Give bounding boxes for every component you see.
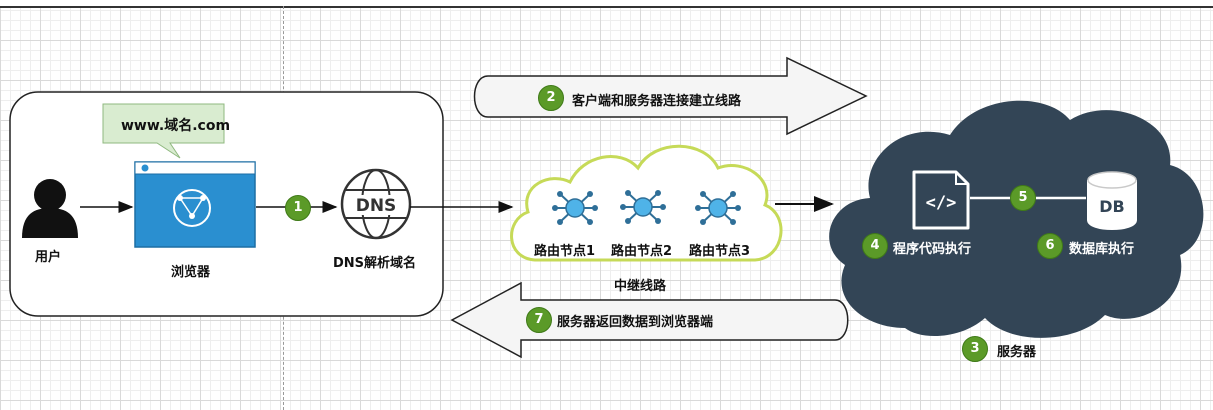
top-border — [0, 0, 1213, 8]
router-node-2-icon — [620, 190, 666, 224]
router-node-2-label: 路由节点2 — [611, 244, 673, 259]
router-node-3-icon — [695, 191, 741, 225]
server-cloud — [829, 100, 1204, 338]
url-callout-text: www.域名.com — [121, 118, 231, 134]
router-node-1-label: 路由节点1 — [534, 244, 596, 259]
code-file-icon: </> — [912, 170, 970, 230]
relay-label: 中继线路 — [614, 279, 667, 294]
step-6-badge: 6 — [1037, 233, 1063, 259]
router-node-3-label: 路由节点3 — [689, 244, 751, 259]
url-callout — [102, 103, 225, 159]
user-label: 用户 — [35, 250, 62, 265]
code-exec-label: 程序代码执行 — [893, 242, 972, 257]
db-icon-text: DB — [1099, 197, 1124, 216]
step-5-badge: 5 — [1010, 185, 1036, 211]
browser-window-icon — [134, 161, 256, 248]
big-arrow-connect — [473, 56, 868, 136]
server-label: 服务器 — [997, 345, 1037, 360]
svg-text:</>: </> — [926, 193, 957, 213]
database-icon — [1087, 171, 1137, 230]
browser-label: 浏览器 — [171, 265, 211, 280]
user-icon — [22, 179, 78, 238]
step-7-text: 服务器返回数据到浏览器端 — [557, 315, 714, 330]
step-2-text: 客户端和服务器连接建立线路 — [572, 94, 742, 109]
dns-icon-text: DNS — [356, 196, 397, 216]
dns-label: DNS解析域名 — [333, 256, 417, 271]
big-arrow-return — [450, 281, 849, 359]
step-1-badge: 1 — [285, 195, 311, 221]
step-3-badge: 3 — [962, 336, 988, 362]
dns-globe-icon — [340, 168, 412, 240]
db-exec-label: 数据库执行 — [1069, 242, 1135, 257]
step-4-badge: 4 — [862, 233, 888, 259]
step-2-badge: 2 — [538, 85, 564, 111]
step-7-badge: 7 — [526, 307, 552, 333]
router-node-1-icon — [552, 191, 598, 225]
